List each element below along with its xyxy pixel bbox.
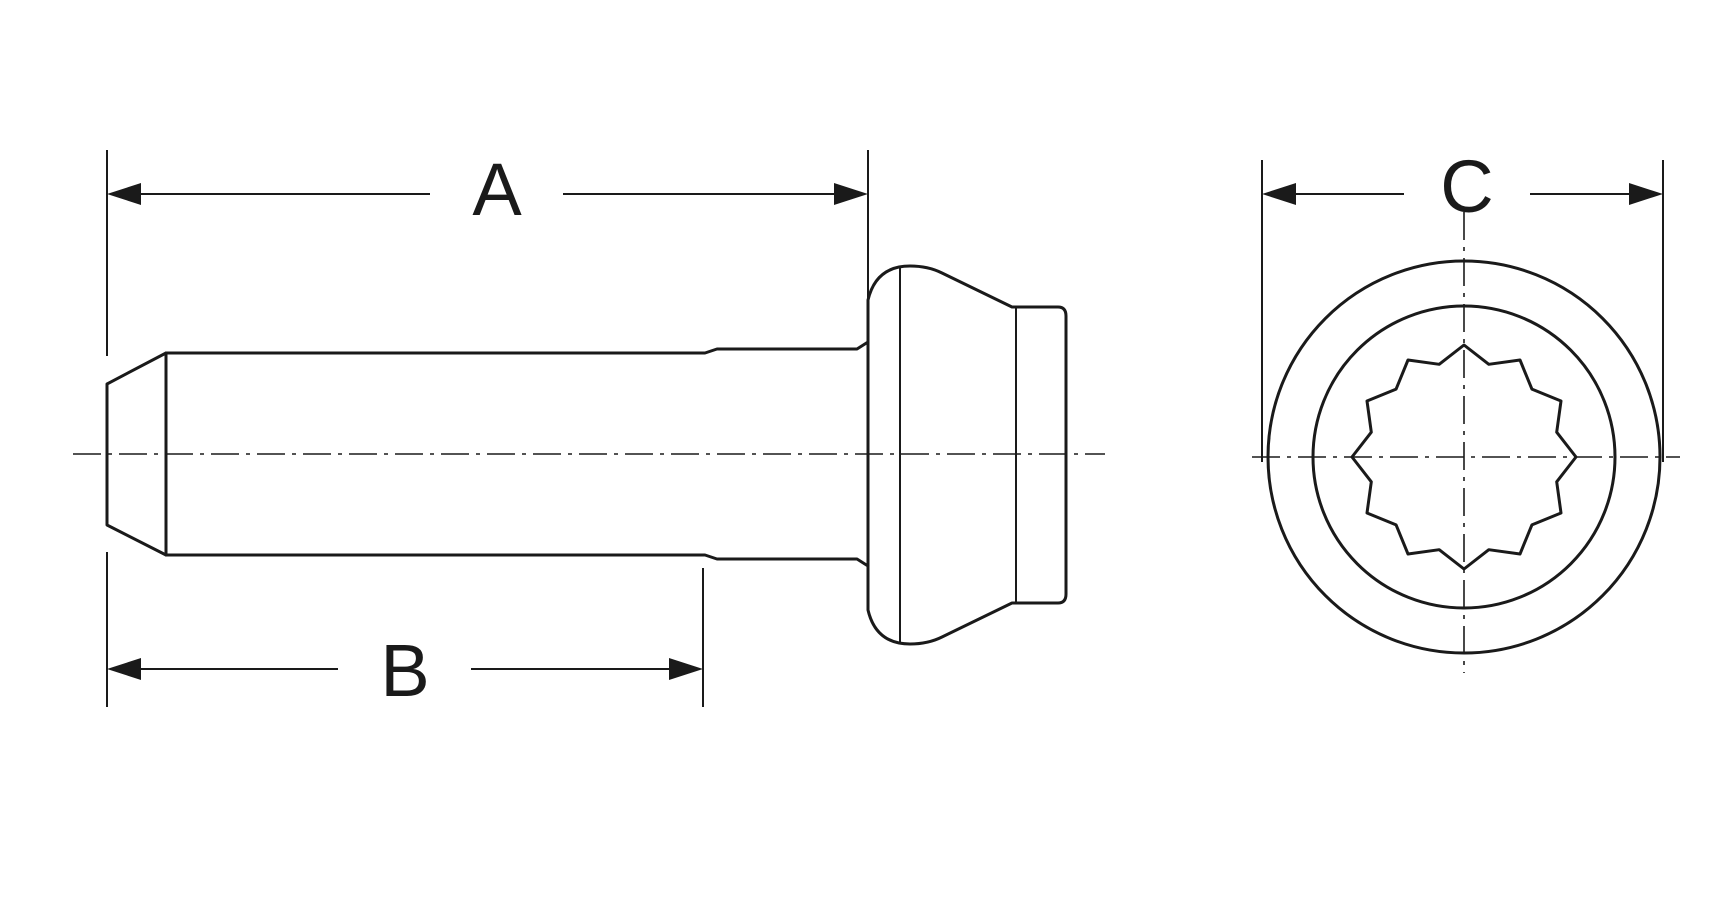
dimension-a: A bbox=[106, 148, 869, 356]
dimension-c-arrow-right bbox=[1629, 183, 1663, 205]
dimension-a-arrow-left bbox=[107, 183, 141, 205]
bolt-end-view bbox=[1252, 212, 1680, 673]
dimension-c-label: C bbox=[1440, 145, 1493, 228]
bolt-side-view bbox=[73, 264, 1105, 646]
bolt-tip-chamfer bbox=[105, 351, 168, 557]
dimension-a-label: A bbox=[472, 148, 522, 231]
dimension-c: C bbox=[1261, 145, 1664, 462]
dimension-c-arrow-left bbox=[1262, 183, 1296, 205]
dimension-b-arrow-right bbox=[669, 658, 703, 680]
dimension-b-label: B bbox=[380, 629, 429, 712]
dimension-b-arrow-left bbox=[107, 658, 141, 680]
dimension-a-arrow-right bbox=[834, 183, 868, 205]
bolt-head bbox=[866, 264, 1068, 646]
dimension-b: B bbox=[106, 552, 704, 712]
bolt-shank bbox=[164, 340, 870, 568]
